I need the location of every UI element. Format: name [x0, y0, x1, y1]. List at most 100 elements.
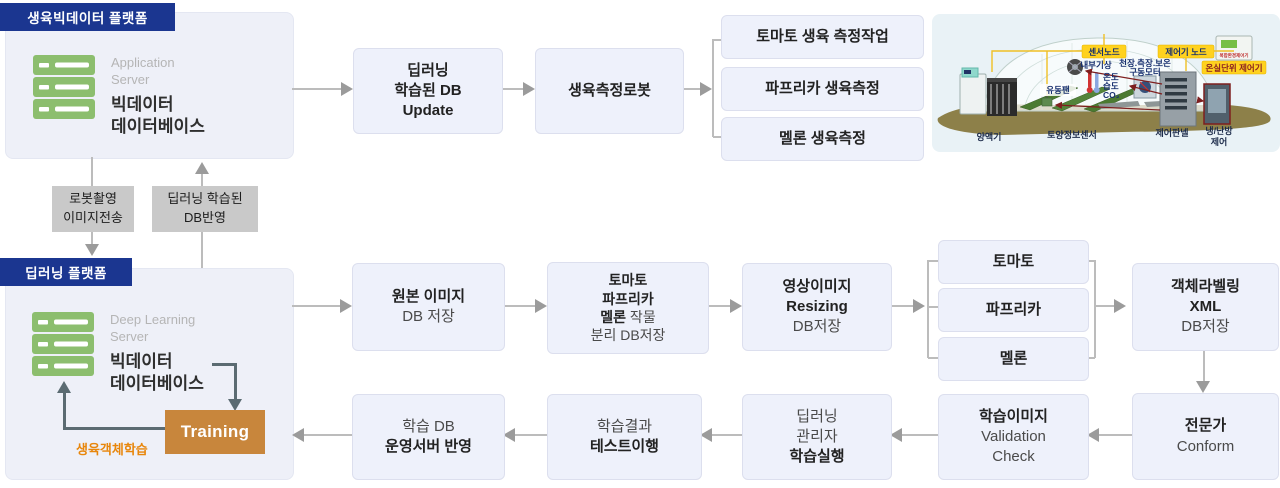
flow-arrowhead-right — [700, 82, 712, 96]
box-line: 파프리카 — [985, 300, 1042, 318]
server-role-line: Deep Learning — [110, 312, 196, 327]
branch-stub — [928, 306, 938, 308]
box-line: 파프리카 — [602, 290, 654, 307]
fan-label: 유동팬 — [1040, 84, 1076, 96]
hvac-label-line1: 냉/난방 — [1205, 125, 1233, 136]
test-result-box: 학습결과 테스트이행 — [547, 394, 702, 480]
flow-line — [712, 434, 742, 436]
unit-controller-device: 복합환경제어기 — [1215, 35, 1253, 61]
robot-image-transfer-label: 로봇촬영 이미지전송 — [52, 186, 134, 232]
growth-object-learning-label: 생육객체학습 — [76, 442, 148, 457]
box-line: 멜론 생육측정 — [779, 129, 866, 147]
flow-arrowhead-left — [700, 428, 712, 442]
flow-line — [292, 88, 341, 90]
crop-separation-box: 토마토 파프리카 멜론 작물 분리 DB저장 — [547, 262, 709, 354]
resizing-box: 영상이미지 Resizing DB저장 — [742, 263, 892, 351]
flow-line — [902, 434, 938, 436]
unit-controller-tag: 온실단위 제어기 — [1201, 60, 1267, 75]
flow-arrowhead-right — [913, 299, 925, 313]
bigdata-platform-title: 생육빅데이터 플랫폼 — [27, 11, 148, 26]
transfer-arrowhead-down — [85, 244, 99, 256]
branch-stub — [713, 136, 721, 138]
deeplearning-server-block: Deep Learning Server 빅데이터 데이터베이스 — [32, 312, 204, 395]
server-title-line: 데이터베이스 — [110, 374, 204, 394]
flow-line — [292, 305, 340, 307]
env-controller-label: 복합환경제어기 — [1220, 52, 1249, 59]
deploy-db-box: 학습 DB 운영서버 반영 — [352, 394, 505, 480]
crop-tomato-box: 토마토 — [938, 240, 1089, 284]
flow-line — [503, 305, 535, 307]
task-tomato-box: 토마토 생육 측정작업 — [721, 15, 924, 59]
flow-line — [515, 434, 547, 436]
expert-conform-box: 전문가 Conform — [1132, 393, 1279, 480]
box-line: 전문가 — [1184, 417, 1227, 435]
hvac-photo — [1203, 83, 1231, 125]
control-arrows — [1054, 68, 1205, 111]
box-line: Resizing — [786, 297, 848, 315]
transfer-label-line: 이미지전송 — [63, 210, 123, 225]
training-arrow-segment — [63, 427, 165, 430]
box-line: 토마토 — [608, 272, 648, 289]
box-line: Conform — [1176, 437, 1235, 455]
flow-arrowhead-right — [523, 82, 535, 96]
branch-stub — [928, 357, 938, 359]
server-role-line: Application — [111, 55, 175, 70]
box-line: 딥러닝 — [407, 61, 449, 79]
training-box: Training — [165, 410, 265, 454]
crop-paprika-box: 파프리카 — [938, 288, 1089, 332]
original-image-box: 원본 이미지 DB 저장 — [352, 263, 505, 351]
box-line: Check — [992, 448, 1035, 466]
flow-arrowhead-right — [340, 299, 352, 313]
task-melon-box: 멜론 생육측정 — [721, 117, 924, 161]
server-title-line: 데이터베이스 — [111, 117, 205, 137]
transfer-label-line: 로봇촬영 — [69, 191, 117, 207]
box-line: XML — [1189, 297, 1222, 315]
training-execute-box: 딥러닝 관리자 학습실행 — [742, 394, 892, 480]
smart-greenhouse-illustration: 복합환경제어기 센서노드 제어기 노드 온실단위 제어기 내부기상 — [932, 14, 1280, 152]
motor-label-line2: 구동모터 — [1129, 67, 1160, 77]
branch-stub — [713, 39, 721, 41]
humidity-label: 습도 — [1103, 81, 1119, 91]
box-line: Validation — [981, 427, 1046, 445]
flow-line — [707, 305, 730, 307]
flow-arrowhead-right — [1114, 299, 1126, 313]
object-labeling-box: 객체라벨링 XML DB저장 — [1132, 263, 1279, 351]
temp-label: 온도 — [1103, 72, 1119, 82]
flow-arrowhead-left — [1087, 428, 1099, 442]
box-line: 학습이미지 — [978, 407, 1048, 425]
circulation-fan — [1067, 59, 1083, 75]
box-line: 학습 DB — [402, 417, 455, 435]
branch-bracket — [712, 39, 714, 137]
flow-line — [1099, 434, 1132, 436]
flow-arrowhead-left — [890, 428, 902, 442]
box-line: 관리자 — [796, 427, 838, 445]
server-icon — [33, 55, 95, 119]
flow-line — [1095, 305, 1114, 307]
controller-node-tag: 제어기 노드 — [1157, 44, 1215, 59]
box-line: 딥러닝 — [796, 407, 838, 425]
co2-label: CO₂ — [1103, 90, 1120, 100]
motor-label-line1: 천장.측장.보온 — [1119, 58, 1171, 68]
server-title-line: 빅데이터 — [110, 352, 173, 372]
sensor-node-tag: 센서노드 — [1081, 44, 1127, 59]
training-arrow-segment — [63, 392, 66, 430]
merge-stub — [1087, 357, 1095, 359]
flow-arrowhead-right — [341, 82, 353, 96]
flow-line — [890, 305, 913, 307]
box-line: 멜론 작물 — [600, 309, 656, 325]
control-panel — [1159, 71, 1197, 127]
merge-bracket — [1094, 260, 1096, 358]
flow-arrowhead-right — [535, 299, 547, 313]
deeplearning-platform-title: 딥러닝 플랫폼 — [25, 266, 107, 281]
box-line: 영상이미지 — [782, 277, 852, 295]
training-label: Training — [180, 422, 250, 441]
growth-robot-box: 생육측정로봇 — [535, 48, 684, 134]
bigdata-platform-header: 생육빅데이터 플랫폼 — [0, 3, 175, 31]
box-line: 토마토 생육 측정작업 — [756, 27, 889, 45]
application-server-block: Application Server 빅데이터 데이터베이스 — [33, 55, 205, 138]
flow-arrowhead-left — [503, 428, 515, 442]
branch-bracket — [927, 260, 929, 358]
nutrient-machine — [959, 67, 1017, 116]
task-paprika-box: 파프리카 생육측정 — [721, 67, 924, 111]
flow-line — [501, 88, 523, 90]
